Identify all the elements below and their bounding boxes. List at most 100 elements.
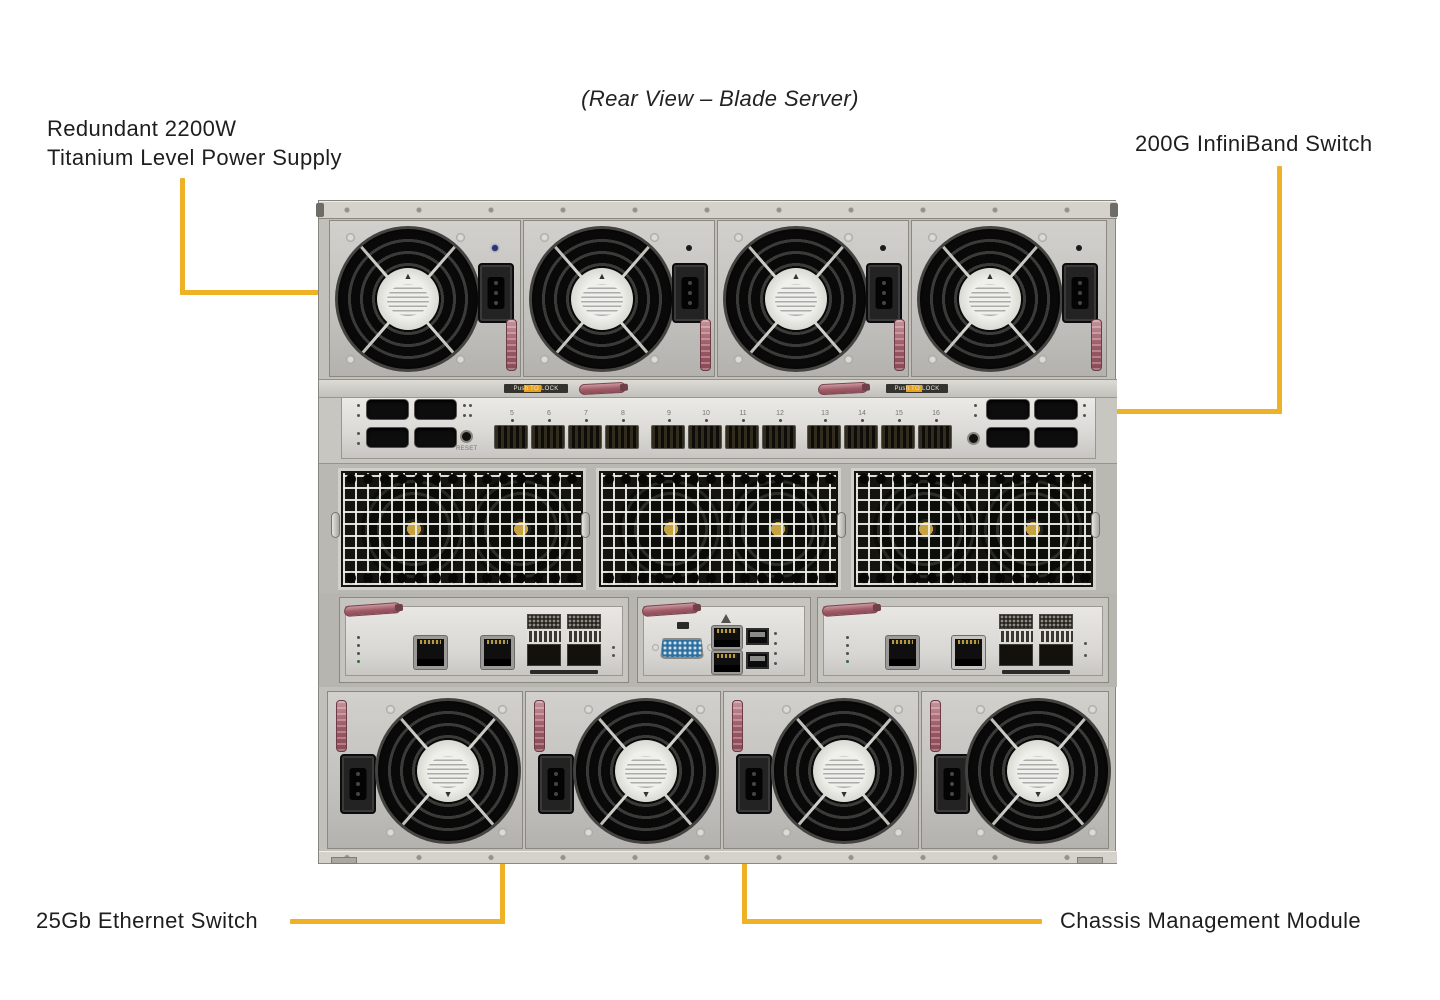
qsfp-port [415, 400, 456, 419]
ac-inlet [934, 754, 970, 814]
infiniband-callout-line-horizontal [1062, 409, 1282, 414]
rj45-port [712, 626, 742, 649]
release-lever [1091, 319, 1102, 371]
port-number: 6 [532, 410, 566, 422]
psu-status-led [880, 245, 886, 251]
qsfp-port [987, 400, 1029, 419]
module-handle [578, 381, 627, 396]
ac-inlet [538, 754, 574, 814]
power-supply-top-3: ▲ [717, 220, 909, 377]
delta-logo-icon: ▲ [443, 790, 453, 800]
delta-logo-icon: ▲ [597, 271, 607, 281]
psu-fan: ▲ [532, 229, 672, 369]
figure-title: (Rear View – Blade Server) [581, 86, 859, 111]
warning-triangle-icon [721, 614, 731, 623]
rj45-port [952, 636, 985, 669]
status-led-column [846, 636, 849, 639]
qsfp-cage: 16 [918, 410, 952, 449]
psu-status-led [686, 245, 692, 251]
psu-callout-line-vertical [180, 178, 185, 295]
ac-inlet [866, 263, 902, 323]
chassis-management-module [637, 597, 811, 683]
qsfp-cage: 8 [605, 410, 639, 449]
delta-logo-icon: ▲ [1033, 790, 1043, 800]
push-to-lock-sticker: Push TO LOCK [886, 384, 948, 393]
switch-cmm-row [319, 593, 1117, 687]
reset-label: RESET [456, 446, 478, 452]
fan-module-2 [596, 468, 841, 590]
power-supply-top-2: ▲ [523, 220, 715, 377]
power-supply-bottom-3: ▲ [723, 691, 919, 849]
status-led-column [357, 636, 360, 639]
port-number: 16 [919, 410, 953, 422]
top-left-bracket [316, 203, 324, 217]
ac-inlet [340, 754, 376, 814]
psu-label-line1: Redundant 2200W [47, 116, 237, 141]
vga-port [660, 638, 704, 659]
port-number: 10 [689, 410, 723, 422]
blade-server-chassis-rear: ▲ ▲ ▲ [316, 200, 1118, 864]
status-led [969, 434, 978, 443]
reset-button [462, 432, 471, 441]
qsfp-port [367, 400, 408, 419]
ethernet-switch-left [339, 597, 629, 683]
chassis-foot [331, 857, 357, 864]
qsfp-cage: 6 [531, 410, 565, 449]
ac-inlet [478, 263, 514, 323]
callout-label-infiniband: 200G InfiniBand Switch [1135, 131, 1373, 156]
delta-logo-icon: ▲ [839, 790, 849, 800]
port-number: 8 [606, 410, 640, 422]
qsfp-cage: 5 [494, 410, 528, 449]
psu-fan: ▲ [338, 229, 478, 369]
fan-module-1 [338, 468, 586, 590]
psu-status-led [492, 245, 498, 251]
port-number: 13 [808, 410, 842, 422]
qsfp-port [367, 428, 408, 447]
port-number: 12 [763, 410, 797, 422]
usb-port [746, 652, 769, 669]
port-number: 5 [495, 410, 529, 422]
release-lever [930, 700, 941, 752]
qsfp-cage: 10 [688, 410, 722, 449]
psu-callout-line-horizontal [180, 290, 376, 295]
qsfp-cage: 9 [651, 410, 685, 449]
psu-fan: ▲ [378, 701, 518, 841]
chassis-foot [1077, 857, 1103, 864]
qsfp-port [1035, 400, 1077, 419]
release-lever [894, 319, 905, 371]
qsfp-cage: 14 [844, 410, 878, 449]
top-right-bracket [1110, 203, 1118, 217]
port-number: 7 [569, 410, 603, 422]
port-label-strip [1002, 670, 1070, 674]
power-supply-bottom-2: ▲ [525, 691, 721, 849]
delta-logo-icon: ▲ [641, 790, 651, 800]
top-mounting-rail [319, 201, 1117, 219]
psu-status-led [1076, 245, 1082, 251]
ethernet-callout-line-horizontal [290, 919, 505, 924]
port-number: 9 [652, 410, 686, 422]
power-supply-top-4: ▲ [911, 220, 1107, 377]
release-lever [336, 700, 347, 752]
qsfp-cage: 15 [881, 410, 915, 449]
release-lever [534, 700, 545, 752]
cmm-callout-line-horizontal [742, 919, 1042, 924]
power-supply-bottom-1: ▲ [327, 691, 523, 849]
qsfp-cage: 11 [725, 410, 759, 449]
module-handle [817, 381, 869, 396]
power-supply-bottom-4: ▲ [921, 691, 1109, 849]
psu-label-line2: Titanium Level Power Supply [47, 145, 342, 170]
port-number: 11 [726, 410, 760, 422]
qsfp-port [1035, 428, 1077, 447]
port-number: 14 [845, 410, 879, 422]
callout-label-ethernet: 25Gb Ethernet Switch [36, 908, 259, 933]
delta-logo-icon: ▲ [403, 271, 413, 281]
psu-fan: ▲ [576, 701, 716, 841]
id-label [677, 622, 689, 629]
callout-label-psu: Redundant 2200W Titanium Level Power Sup… [47, 114, 342, 172]
fan-wall [319, 463, 1117, 595]
delta-logo-icon: ▲ [985, 271, 995, 281]
psu-fan: ▲ [920, 229, 1060, 369]
ethernet-switch-right [817, 597, 1109, 683]
psu-fan: ▲ [774, 701, 914, 841]
